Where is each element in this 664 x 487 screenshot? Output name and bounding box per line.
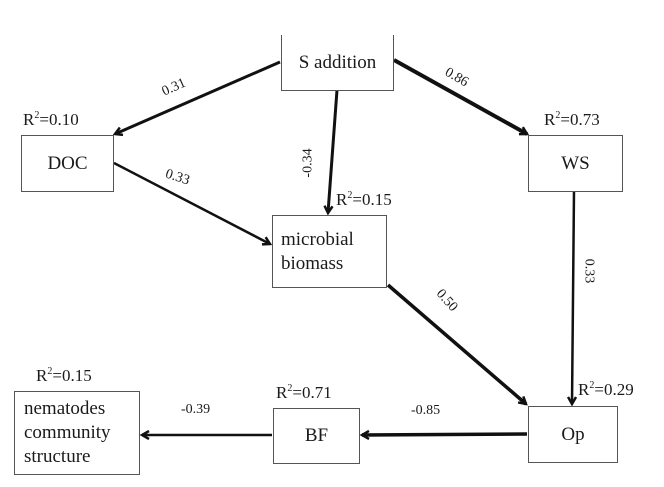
node-label-line: structure (24, 446, 91, 467)
node-label: S addition (298, 51, 377, 73)
r2-nematodes: R2=0.15 (36, 366, 92, 385)
node-label: DOC (47, 152, 88, 174)
node-label-line: nematodes (24, 398, 106, 419)
node-nematodes-community-structure: nematodes community structure (14, 391, 140, 475)
arrow-ws-to-op (572, 190, 574, 404)
node-doc: DOC (21, 135, 114, 192)
arrow-s-addition-to-ws (393, 58, 527, 136)
arrow-s-addition-to-microbial-biomass (328, 89, 339, 213)
r2-bf: R2=0.71 (276, 383, 332, 402)
node-label-line: microbial (281, 228, 354, 250)
coef-ws-op: 0.33 (581, 258, 597, 284)
node-bf: BF (273, 408, 360, 464)
node-microbial-biomass: microbial biomass (272, 215, 387, 288)
node-op: Op (528, 406, 618, 463)
coef-bf-nematodes: -0.39 (181, 402, 211, 417)
r2-doc: R2=0.10 (23, 110, 79, 129)
node-label-line: community (24, 422, 111, 443)
node-s-addition: S addition (281, 35, 394, 91)
r2-op: R2=0.29 (578, 380, 634, 399)
coef-op-bf: -0.85 (411, 403, 441, 418)
node-label: BF (304, 425, 329, 446)
arrow-microbial-biomass-to-op (386, 283, 526, 404)
arrow-op-to-bf (362, 434, 528, 435)
arrow-doc-to-microbial-biomass (113, 161, 270, 244)
node-label-line: biomass (281, 252, 344, 274)
arrow-s-addition-to-doc (115, 60, 281, 134)
node-ws: WS (528, 135, 623, 192)
node-label: Op (561, 423, 585, 445)
r2-ws: R2=0.73 (544, 110, 600, 129)
coef-s-addition-microbial-biomass: -0.34 (300, 148, 316, 178)
node-label: WS (561, 152, 590, 174)
r2-microbial-biomass: R2=0.15 (336, 190, 392, 209)
